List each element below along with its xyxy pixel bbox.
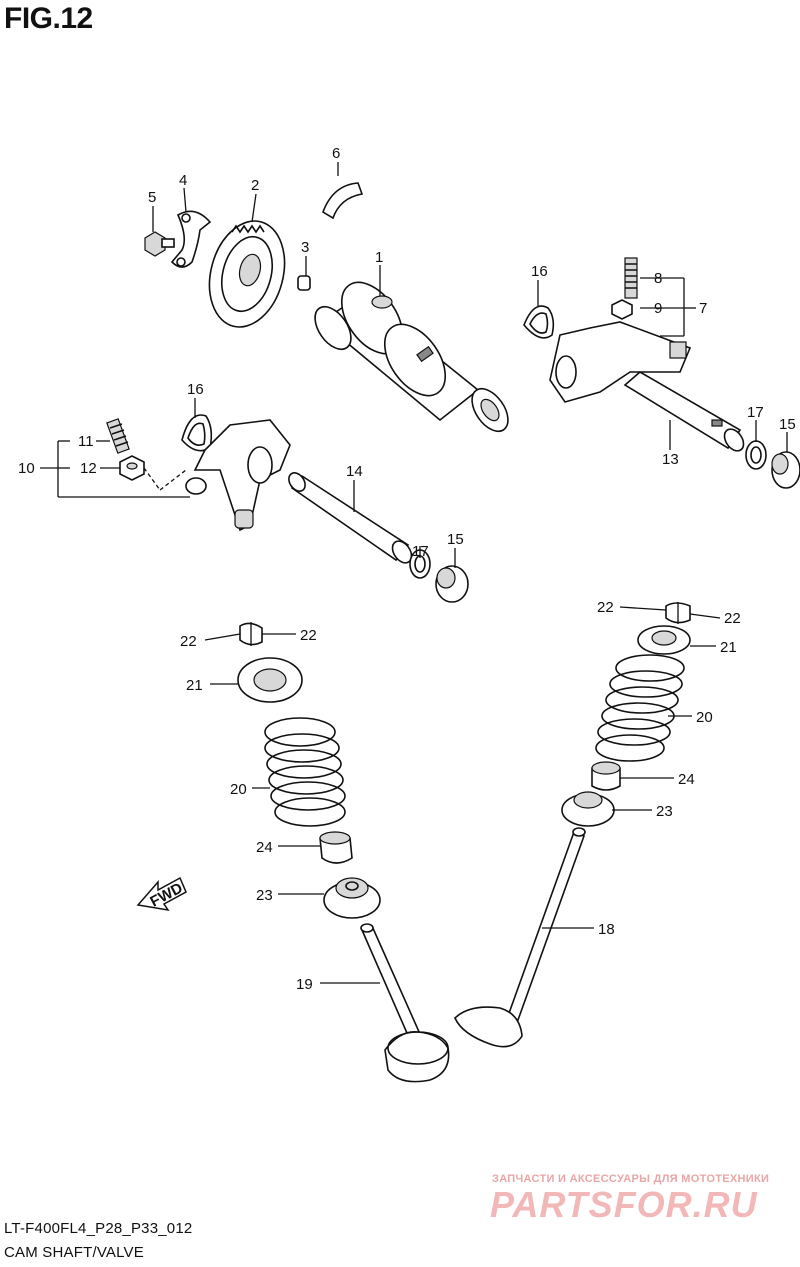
diagram-code: LT-F400FL4_P28_P33_012 [4,1220,193,1237]
part-13-rocker-shaft-right[interactable] [623,371,747,454]
callout-23-left: 23 [256,887,273,904]
callout-22-left-a: 22 [180,633,197,650]
part-24-stem-seal-left[interactable] [319,831,353,864]
callout-3: 3 [301,239,309,256]
diagram-caption: CAM SHAFT/VALVE [4,1244,144,1261]
callout-labels: 6 4 5 2 3 1 16 8 9 7 13 17 15 16 11 12 1… [18,145,796,993]
part-16-seal-left[interactable] [181,414,213,452]
figure-title: FIG.12 [4,2,93,35]
callout-5: 5 [148,189,156,206]
part-3-pin[interactable] [297,275,311,291]
callout-10: 10 [18,460,35,477]
part-21-retainer-right[interactable] [637,625,691,655]
callout-21-right: 21 [720,639,737,656]
part-20-spring-right[interactable] [595,654,685,762]
callout-22-right-b: 22 [724,610,741,627]
callout-15-left: 15 [447,531,464,548]
fwd-label: FWD [147,880,185,911]
fwd-arrow-icon: FWD [136,876,187,912]
part-5-bolt[interactable] [144,231,175,257]
part-22-cotters-right[interactable] [665,602,691,624]
part-15-cap-right[interactable] [771,451,800,489]
callout-19: 19 [296,976,313,993]
callout-24-left: 24 [256,839,273,856]
part-9-lock-nut[interactable] [611,299,633,320]
part-23-spring-seat-right[interactable] [561,791,615,827]
part-15-cap-left[interactable] [435,565,469,603]
part-24-stem-seal-right[interactable] [591,761,621,791]
part-17-oring-right[interactable] [745,440,767,470]
part-12-lock-nut[interactable] [119,455,145,481]
part-21-retainer-left[interactable] [237,657,303,703]
callout-4: 4 [179,172,187,189]
part-14-rocker-shaft-left[interactable] [286,470,416,567]
callout-22-right-a: 22 [597,599,614,616]
leader-lines [40,162,788,984]
callout-18: 18 [598,921,615,938]
callout-17-right: 17 [747,404,764,421]
part-2-sprocket[interactable] [198,213,295,336]
part-16-seal-upper[interactable] [523,305,555,339]
watermark-logo: PARTSFOR.RU [490,1184,758,1225]
callout-22-left-b: 22 [300,627,317,644]
part-6-half-ring[interactable] [322,182,364,220]
part-18-valve-right[interactable] [454,827,586,1048]
callout-15-right: 15 [779,416,796,433]
callout-8: 8 [654,270,662,287]
callout-12: 12 [80,460,97,477]
callout-16-left: 16 [187,381,204,398]
part-10-rocker-arm-left[interactable] [185,419,291,532]
part-22-cotters-left[interactable] [239,622,263,646]
part-20-spring-left[interactable] [264,717,346,827]
callout-14: 14 [346,463,363,480]
part-11-adjust-screw[interactable] [106,418,130,454]
part-23-spring-seat-left[interactable] [323,877,381,919]
callout-23-right: 23 [656,803,673,820]
callout-20-left: 20 [230,781,247,798]
callout-11: 11 [78,433,94,450]
callout-20-right: 20 [696,709,713,726]
callout-13: 13 [662,451,679,468]
part-19-valve-left[interactable] [360,923,450,1083]
callout-17-left: 17 [412,543,429,560]
part-7-rocker-arm-upper[interactable] [549,321,692,403]
part-1-camshaft[interactable] [308,271,515,437]
callout-6: 6 [332,145,340,162]
callout-16-upper: 16 [531,263,548,280]
callout-24-right: 24 [678,771,695,788]
callout-1: 1 [375,249,383,266]
part-8-adjust-screw[interactable] [624,257,638,299]
callout-2: 2 [251,177,259,194]
callout-7: 7 [699,300,707,317]
callout-9: 9 [654,300,662,317]
part-4-retainer[interactable] [170,210,212,268]
callout-21-left: 21 [186,677,203,694]
watermark-tagline: ЗАПЧАСТИ И АКСЕССУАРЫ ДЛЯ МОТОТЕХНИКИ [492,1173,770,1185]
